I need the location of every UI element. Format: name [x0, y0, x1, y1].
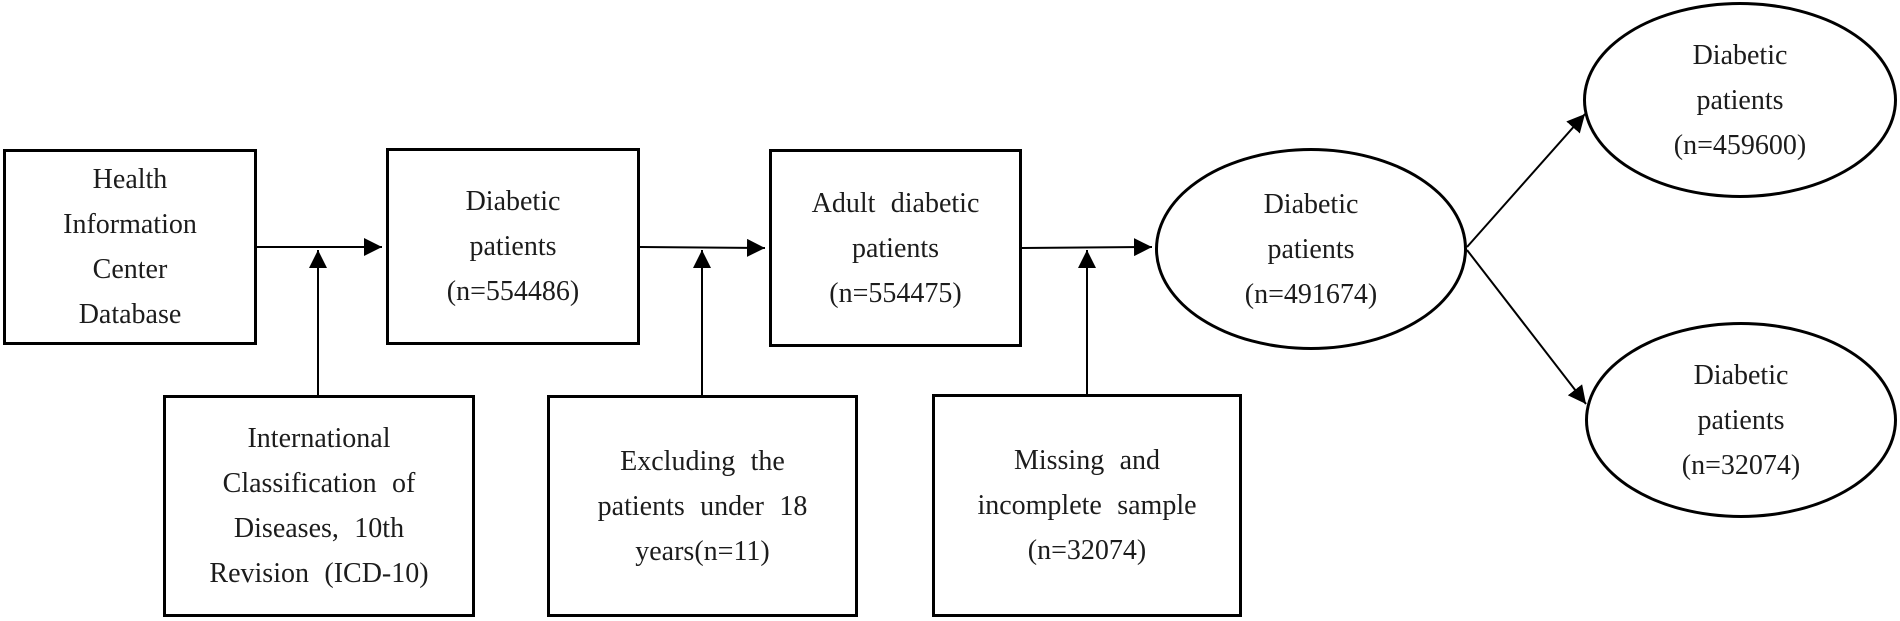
- edge-diabetic554486-to-adult554475: [639, 238, 766, 257]
- node-excluding-under18: Excluding the patients under 18 years(n=…: [547, 395, 858, 617]
- node-diabetic-32074: Diabetic patients (n=32074): [1585, 322, 1897, 518]
- node-missing-incomplete: Missing and incomplete sample (n=32074): [932, 394, 1242, 617]
- node-database: Health Information Center Database: [3, 149, 257, 345]
- node-adult-diabetic-554475: Adult diabetic patients (n=554475): [769, 149, 1022, 347]
- node-diabetic-554486-label: Diabetic patients (n=554486): [446, 186, 580, 307]
- node-icd10-label: International Classification of Diseases…: [209, 423, 429, 589]
- node-icd10: International Classification of Diseases…: [163, 395, 475, 617]
- edge-adult554475-to-diabetic491674: [1021, 238, 1153, 257]
- node-diabetic-491674: Diabetic patients (n=491674): [1155, 148, 1467, 350]
- node-diabetic-459600-label: Diabetic patients (n=459600): [1673, 39, 1807, 161]
- edge-diabetic491674-to-diabetic32074: [1466, 249, 1587, 405]
- node-diabetic-491674-label: Diabetic patients (n=491674): [1244, 188, 1378, 310]
- node-database-label: Health Information Center Database: [63, 164, 197, 330]
- node-excluding-under18-label: Excluding the patients under 18 years(n=…: [597, 445, 808, 567]
- node-missing-incomplete-label: Missing and incomplete sample (n=32074): [977, 445, 1197, 566]
- node-diabetic-459600: Diabetic patients (n=459600): [1583, 2, 1897, 198]
- node-diabetic-32074-label: Diabetic patients (n=32074): [1681, 359, 1801, 481]
- node-adult-diabetic-554475-label: Adult diabetic patients (n=554475): [811, 187, 980, 309]
- node-diabetic-554486: Diabetic patients (n=554486): [386, 148, 640, 345]
- edge-diabetic491674-to-diabetic459600: [1466, 113, 1586, 248]
